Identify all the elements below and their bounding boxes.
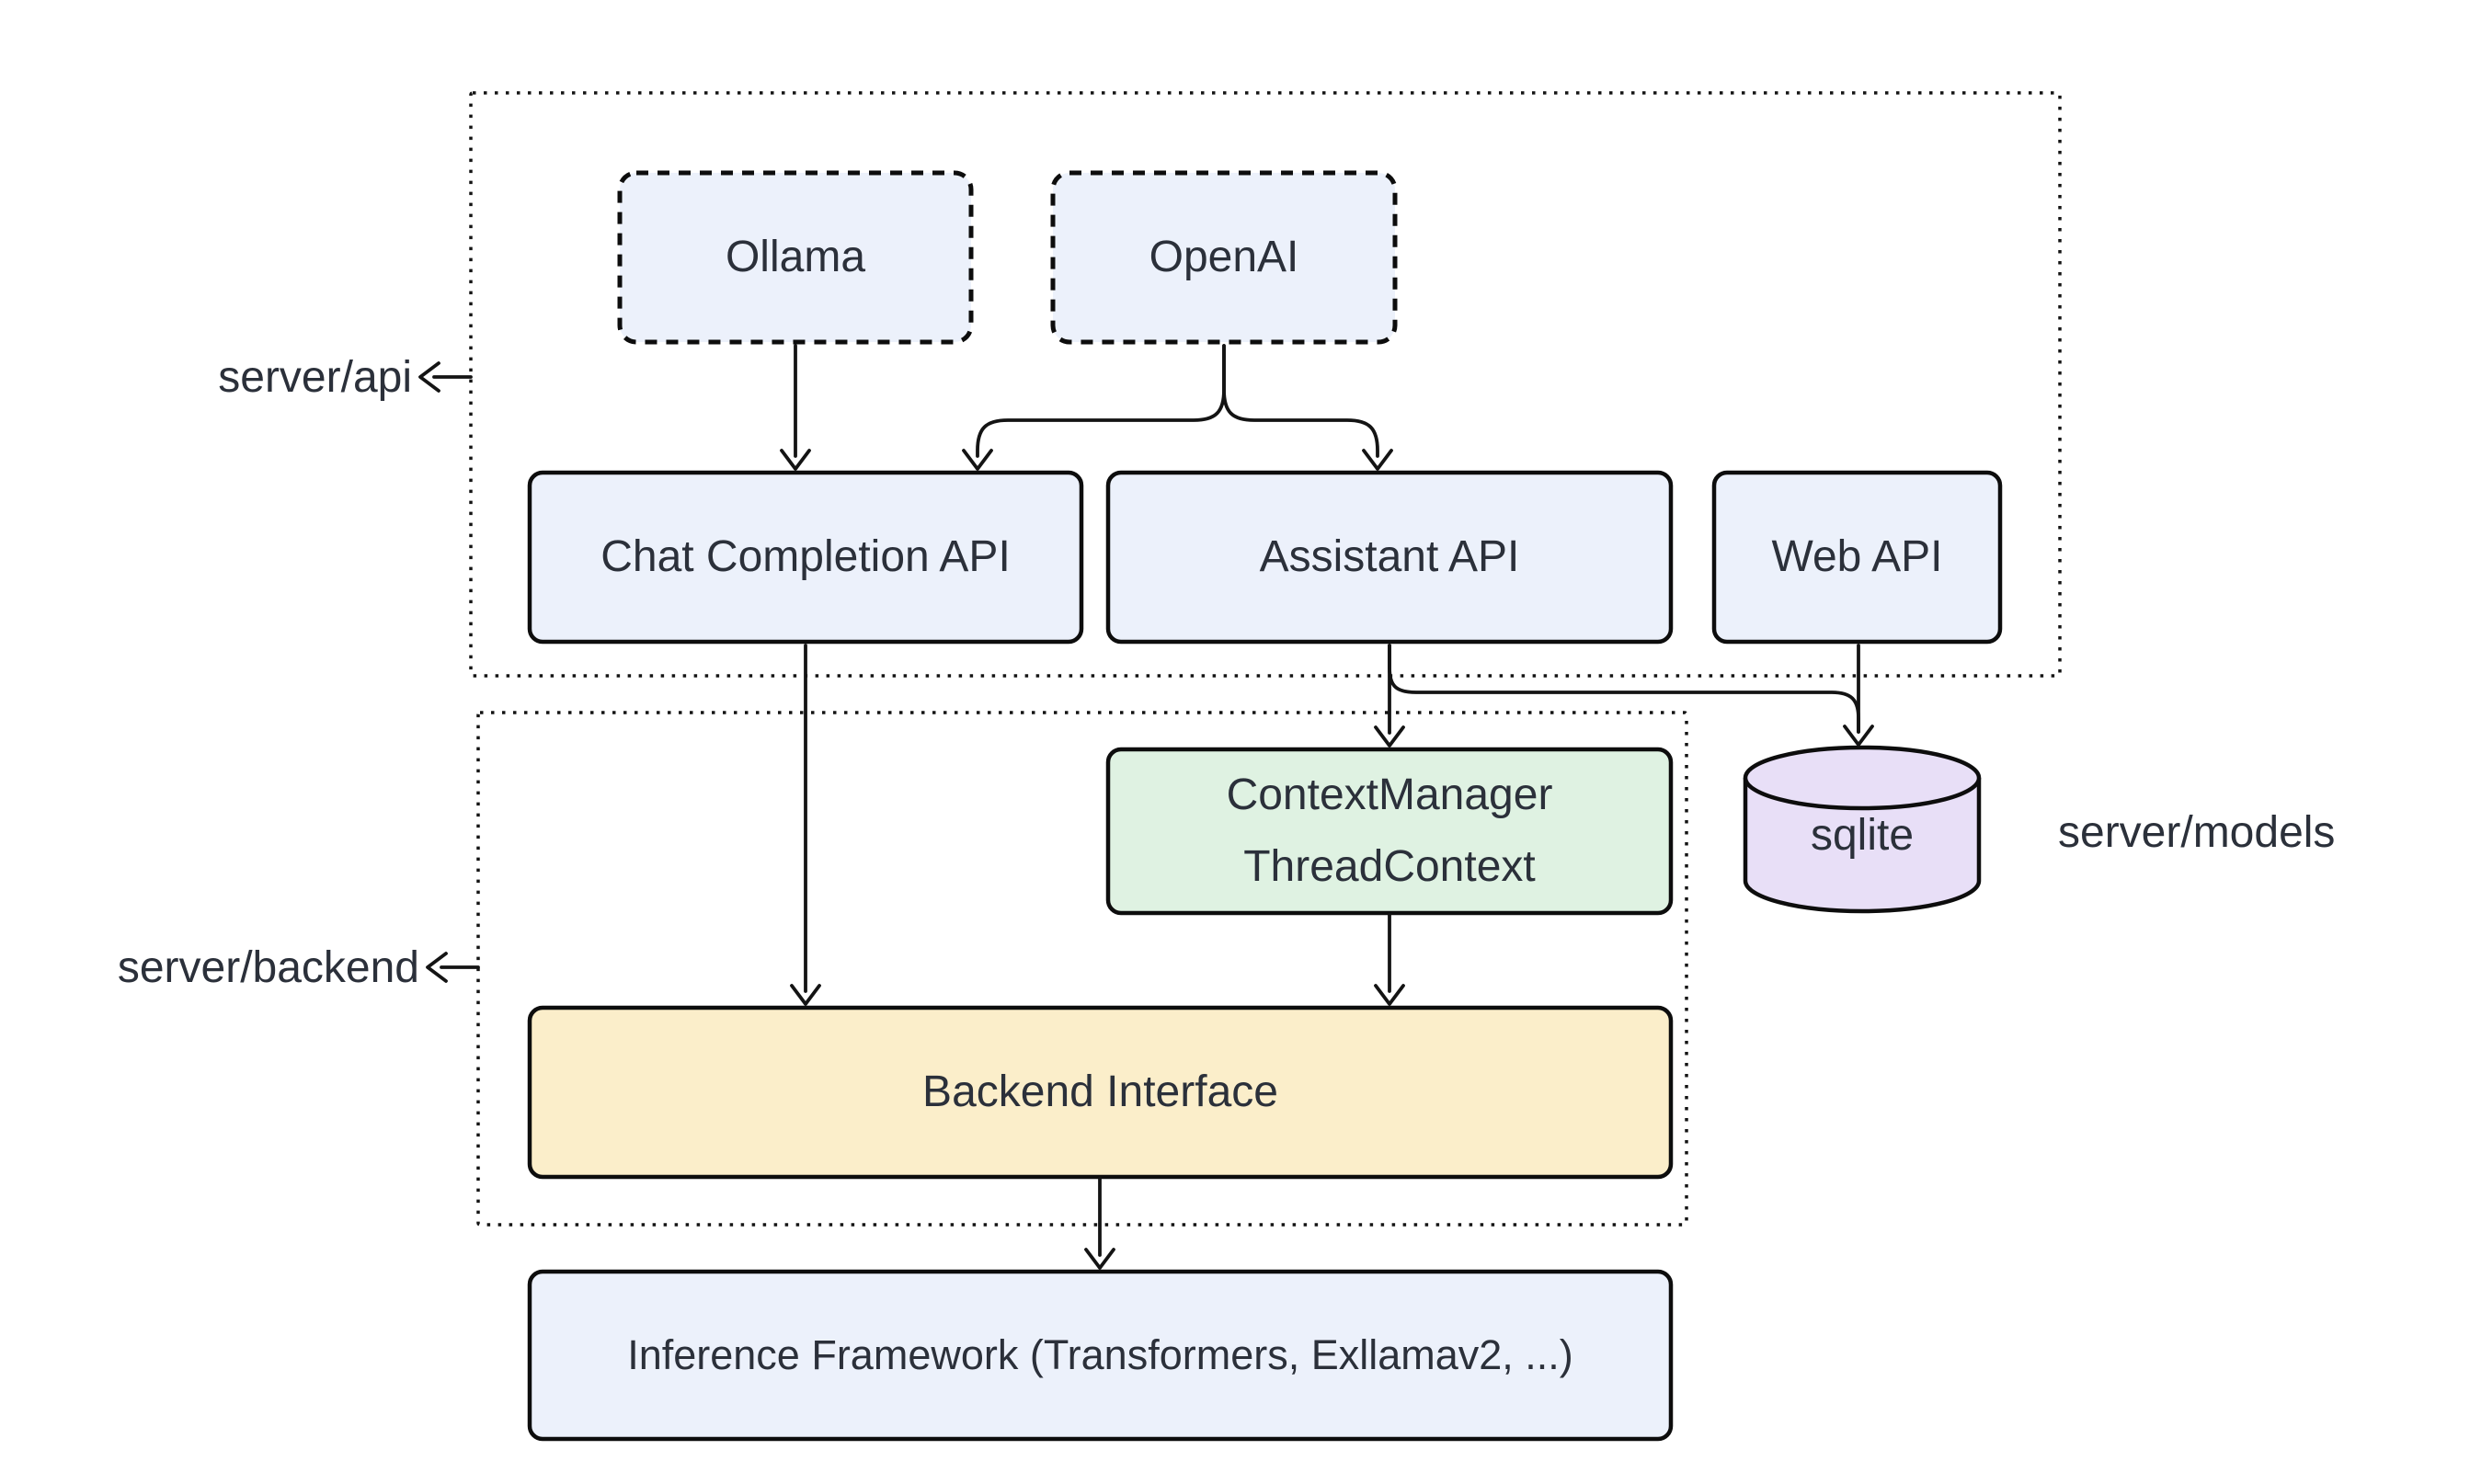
sqlite-cylinder-body [1743,778,1982,914]
arrowhead-assistant-to-context-manager [1374,725,1405,748]
sqlite-cylinder-top [1743,745,1982,811]
backend-interface-box [527,1005,1674,1180]
arrowhead-ollama-to-chat-completion [780,449,811,471]
chat-completion-api-box [527,470,1084,645]
inference-framework-box [527,1269,1674,1442]
assistant-api-box [1105,470,1674,645]
arrowhead-context-manager-to-backend [1374,984,1405,1006]
openai-box [1050,170,1398,345]
web-api-box [1711,470,2003,645]
ollama-box [617,170,974,345]
arrowhead-openai-to-chat-completion [962,449,993,471]
edge-assistant-to-sqlite [1388,644,1860,734]
edge-openai-to-chat-completion [976,344,1226,458]
arrowhead-openai-to-assistant [1362,449,1393,471]
context-manager-box [1105,747,1674,916]
arrowhead-to-sqlite [1843,725,1874,747]
arrowhead-server-backend-label [426,952,448,983]
server-api-container-border [469,91,2062,678]
edge-openai-to-assistant [1222,344,1379,458]
arrowhead-server-api-label [418,361,440,393]
arrowhead-chat-completion-to-backend [790,984,821,1006]
arrowhead-backend-to-inference [1084,1248,1115,1270]
